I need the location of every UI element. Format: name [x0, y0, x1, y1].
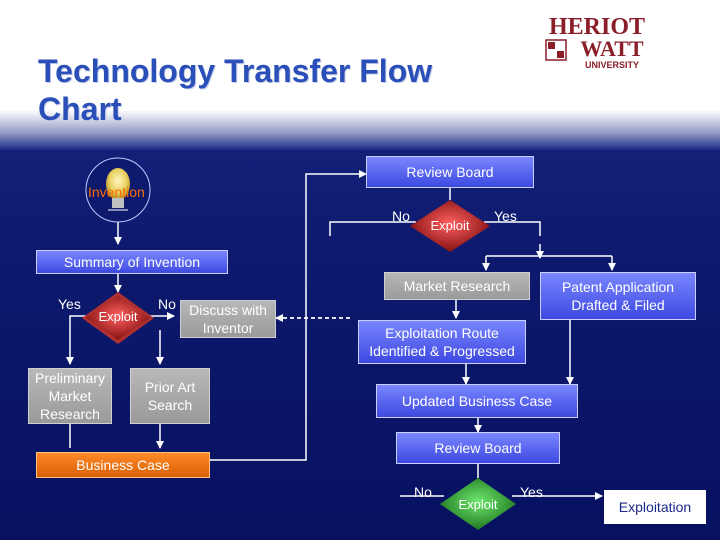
yes-left-label: Yes: [58, 296, 81, 312]
no-top-label: No: [392, 208, 410, 224]
logo-line1: HERIOT: [549, 14, 645, 40]
page-title: Technology Transfer Flow Chart: [38, 53, 433, 127]
yes-bottom-label: Yes: [520, 484, 543, 500]
prior-art-box: Prior Art Search: [130, 368, 210, 424]
exploit-bottom-label: Exploit: [458, 497, 498, 512]
crest-icon: [545, 39, 567, 61]
exploit-diamond-left: [82, 292, 154, 344]
line-no-top: [329, 221, 416, 236]
line-yes-top: [484, 221, 541, 236]
no-left-label: No: [158, 296, 176, 312]
review-board-bottom-box: Review Board: [396, 432, 560, 464]
exploit-diamond-top: [410, 200, 490, 252]
logo-line2: WATT: [580, 36, 643, 61]
lightbulb-icon: [85, 157, 151, 223]
exploit-left-label: Exploit: [98, 309, 138, 324]
patent-box: Patent Application Drafted & Filed: [540, 272, 696, 320]
review-board-top-box: Review Board: [366, 156, 534, 188]
yes-top-label: Yes: [494, 208, 517, 224]
invention-label: Invention: [88, 184, 145, 200]
market-research-box: Market Research: [384, 272, 530, 300]
logo-line3: UNIVERSITY: [585, 60, 639, 70]
arrow-business-review: [210, 170, 367, 461]
summary-box: Summary of Invention: [36, 250, 228, 274]
preliminary-box: Preliminary Market Research: [28, 368, 112, 424]
business-case-box: Business Case: [36, 452, 210, 478]
updated-business-case-box: Updated Business Case: [376, 384, 578, 418]
exploitation-route-box: Exploitation Route Identified & Progress…: [358, 320, 526, 364]
university-logo: HERIOT WATT UNIVERSITY: [545, 14, 645, 70]
exploit-diamond-bottom: [440, 478, 516, 530]
exploit-top-label: Exploit: [430, 218, 470, 233]
exploitation-box: Exploitation: [604, 490, 706, 524]
header-fade: [0, 110, 720, 150]
discuss-box: Discuss with Inventor: [180, 300, 276, 338]
no-bottom-label: No: [414, 484, 432, 500]
